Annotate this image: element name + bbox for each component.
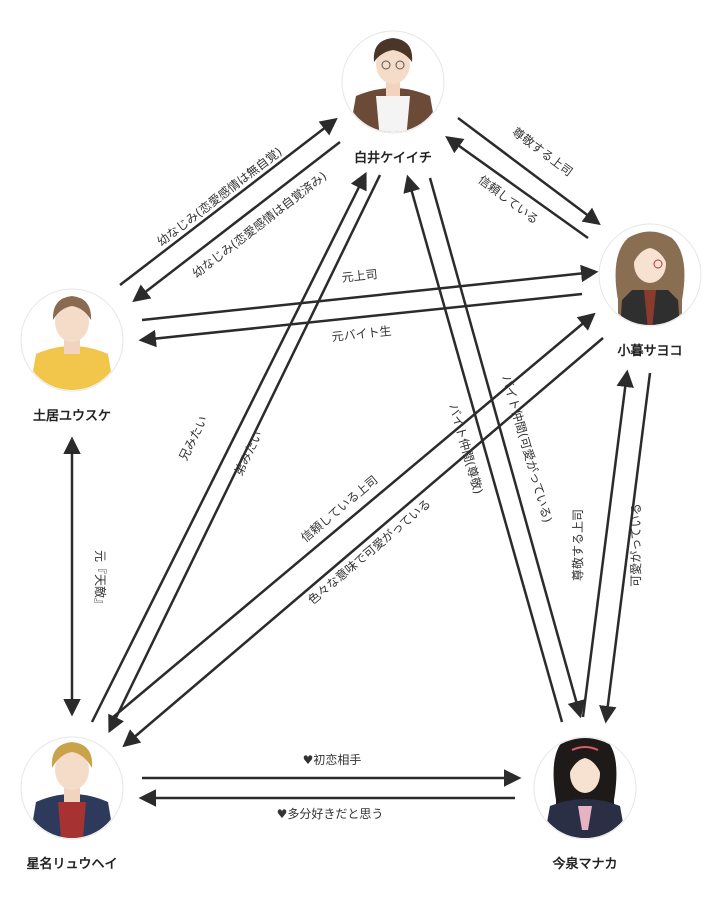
label-shirai-to-doi: 幼なじみ(恋愛感情は自覚済み) bbox=[189, 168, 329, 281]
kogure-avatar bbox=[616, 232, 685, 331]
name-kogure: 小暮サヨコ bbox=[617, 343, 682, 359]
character-imaizumi: 今泉マナカ bbox=[534, 733, 636, 872]
arrow-shirai-to-doi bbox=[135, 142, 340, 300]
arrow-doi-to-shirai bbox=[120, 120, 335, 285]
label-doi-to-shirai: 幼なじみ(恋愛感情は無自覚) bbox=[154, 144, 285, 249]
label-doi-to-kogure: 元上司 bbox=[341, 267, 378, 285]
arrow-hoshina-to-kogure bbox=[112, 315, 593, 718]
arrow-imaizumi-to-kogure bbox=[583, 373, 627, 717]
character-doi: 土居ユウスケ bbox=[21, 289, 123, 424]
label-imaizumi-to-hoshina: ♥多分好きだと思う bbox=[277, 807, 384, 821]
label-shirai-to-kogure: 尊敬する上司 bbox=[509, 124, 576, 179]
label-kogure-to-imaizumi: 可愛がっている bbox=[628, 503, 643, 586]
label-shirai-to-imaizumi: バイト仲間(可愛がっている) bbox=[499, 373, 556, 524]
character-hoshina: 星名リュウヘイ bbox=[21, 737, 123, 872]
character-shirai: 白井ケイイチ bbox=[342, 31, 444, 166]
label-shirai-to-hoshina: 弟みたい bbox=[232, 429, 266, 478]
label-hoshina-to-kogure: 信頼している上司 bbox=[298, 473, 380, 545]
arrow-shirai-to-imaizumi bbox=[430, 178, 580, 715]
character-kogure: 小暮サヨコ bbox=[599, 224, 701, 359]
name-imaizumi: 今泉マナカ bbox=[551, 856, 617, 872]
arrows bbox=[72, 118, 650, 798]
label-imaizumi-to-kogure: 尊敬する上司 bbox=[570, 509, 585, 581]
arrow-kogure-to-shirai bbox=[448, 138, 588, 238]
label-hoshina-to-shirai: 兄みたい bbox=[176, 414, 210, 463]
name-doi: 土居ユウスケ bbox=[33, 408, 111, 424]
arrow-kogure-to-imaizumi bbox=[606, 373, 650, 720]
label-doi-hoshina: 元『天敵』 bbox=[93, 550, 108, 610]
name-hoshina: 星名リュウヘイ bbox=[26, 856, 117, 872]
label-kogure-to-doi: 元バイト生 bbox=[331, 324, 392, 344]
name-shirai: 白井ケイイチ bbox=[354, 150, 432, 166]
label-hoshina-to-imaizumi: ♥初恋相手 bbox=[303, 752, 362, 767]
label-imaizumi-to-shirai: バイト仲間(尊敬) bbox=[446, 402, 486, 496]
